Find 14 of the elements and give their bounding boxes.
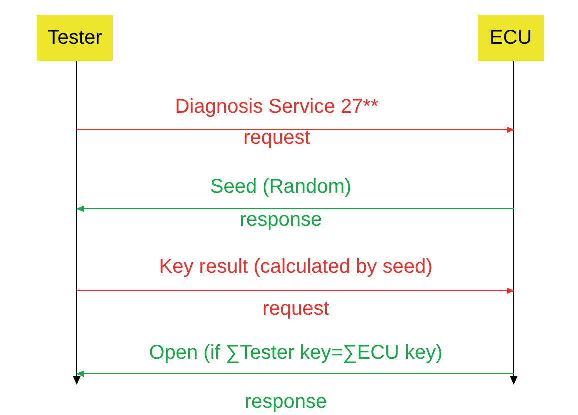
message-arrow xyxy=(76,206,514,212)
message-arrow xyxy=(76,370,514,378)
participant-box: Tester xyxy=(37,15,113,61)
message-label: Key result (calculated by seed) xyxy=(159,255,433,279)
message-type-label: request xyxy=(244,126,310,150)
message-arrow xyxy=(76,126,515,134)
message-type-label: response xyxy=(244,390,328,414)
message-arrow xyxy=(76,288,515,294)
participant-box: ECU xyxy=(478,15,544,61)
message-type-label: response xyxy=(240,208,322,232)
message-type-label: request xyxy=(262,297,330,321)
message-label: Open (if ∑Tester key=∑ECU key) xyxy=(149,341,443,365)
message-label: Seed (Random) xyxy=(210,175,352,199)
message-label: Diagnosis Service 27** xyxy=(175,95,379,119)
